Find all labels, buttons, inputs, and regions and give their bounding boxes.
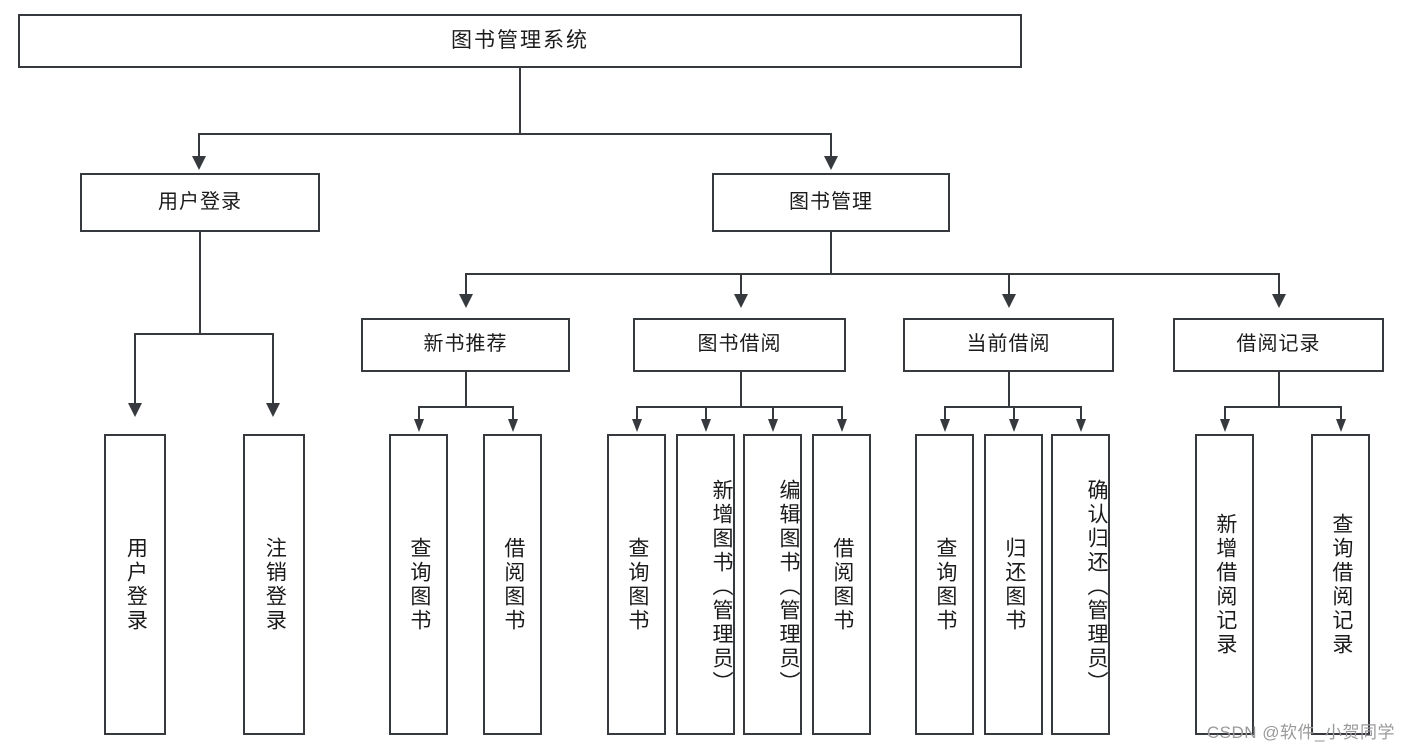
arrowhead-current-to-return — [1009, 419, 1019, 432]
connector-current-to-confirm — [1080, 406, 1082, 420]
node-root-library-system[interactable]: 图书管理系统 — [18, 14, 1022, 68]
node-book-borrow[interactable]: 图书借阅 — [633, 318, 846, 372]
node-leaf-add-book-admin[interactable]: 新增图书（管理员） — [676, 434, 735, 735]
node-current-borrow[interactable]: 当前借阅 — [903, 318, 1114, 372]
connector-records-bus — [1224, 406, 1341, 408]
connector-current-borrow-stem — [1008, 372, 1010, 408]
connector-new-books-stem — [465, 372, 467, 408]
arrowhead-book-manage-to-current — [1002, 294, 1016, 308]
arrowhead-new-books-to-query — [414, 419, 424, 432]
arrowhead-book-manage-to-new-books — [459, 294, 473, 308]
connector-book-manage-to-current — [1008, 273, 1010, 296]
node-leaf-edit-book-admin[interactable]: 编辑图书（管理员） — [743, 434, 802, 735]
node-leaf-query-books-recommend[interactable]: 查询图书 — [389, 434, 448, 735]
node-borrow-records[interactable]: 借阅记录 — [1173, 318, 1384, 372]
node-leaf-query-books-borrow[interactable]: 查询图书 — [607, 434, 666, 735]
arrowhead-user-login-to-login — [128, 403, 142, 417]
connector-records-stem — [1278, 372, 1280, 408]
arrowhead-new-books-to-borrow — [508, 419, 518, 432]
connector-current-borrow-bus — [944, 406, 1081, 408]
node-user-login[interactable]: 用户登录 — [80, 173, 320, 232]
arrowhead-current-to-confirm — [1076, 419, 1086, 432]
connector-book-borrow-bus — [636, 406, 842, 408]
connector-book-manage-to-new-books — [465, 273, 467, 296]
connector-user-login-bus — [134, 333, 272, 335]
connector-new-books-to-query — [418, 406, 420, 420]
watermark-text: CSDN @软件_小贺同学 — [1206, 723, 1395, 742]
node-book-management[interactable]: 图书管理 — [712, 173, 950, 232]
node-leaf-query-borrow-record[interactable]: 查询借阅记录 — [1311, 434, 1370, 735]
arrowhead-user-login-to-logout — [266, 403, 280, 417]
connector-root-to-user-login — [198, 133, 200, 158]
arrowhead-book-borrow-to-add — [701, 419, 711, 432]
connector-current-to-return — [1013, 406, 1015, 420]
connector-root-to-book-manage — [830, 133, 832, 158]
arrowhead-book-manage-to-records — [1272, 294, 1286, 308]
arrowhead-book-borrow-to-lend — [837, 419, 847, 432]
node-leaf-confirm-return-admin[interactable]: 确认归还（管理员） — [1051, 434, 1110, 735]
node-leaf-borrow-books-recommend[interactable]: 借阅图书 — [483, 434, 542, 735]
node-leaf-lend-books[interactable]: 借阅图书 — [812, 434, 871, 735]
node-leaf-return-books[interactable]: 归还图书 — [984, 434, 1043, 735]
connector-book-manage-to-borrow — [740, 273, 742, 296]
connector-root-stem — [519, 68, 521, 134]
node-leaf-query-books-current[interactable]: 查询图书 — [915, 434, 974, 735]
connector-book-borrow-to-query — [636, 406, 638, 420]
node-leaf-user-logout[interactable]: 注销登录 — [243, 434, 305, 735]
connector-root-bus — [198, 133, 832, 135]
connector-records-to-query — [1340, 406, 1342, 420]
connector-user-login-to-login — [134, 333, 136, 405]
connector-records-to-add — [1224, 406, 1226, 420]
connector-new-books-bus — [418, 406, 513, 408]
connector-book-manage-bus — [465, 273, 1280, 275]
arrowhead-book-borrow-to-query — [632, 419, 642, 432]
connector-user-login-stem — [199, 232, 201, 334]
connector-book-manage-to-records — [1278, 273, 1280, 296]
connector-new-books-to-borrow — [512, 406, 514, 420]
arrowhead-records-to-query — [1336, 419, 1346, 432]
arrowhead-book-borrow-to-edit — [768, 419, 778, 432]
arrowhead-root-to-book-manage — [824, 156, 838, 170]
connector-user-login-to-logout — [272, 333, 274, 405]
connector-book-borrow-stem — [740, 372, 742, 408]
connector-book-borrow-to-lend — [841, 406, 843, 420]
node-leaf-user-login[interactable]: 用户登录 — [104, 434, 166, 735]
connector-book-borrow-to-edit — [772, 406, 774, 420]
connector-book-borrow-to-add — [705, 406, 707, 420]
node-new-book-recommend[interactable]: 新书推荐 — [361, 318, 570, 372]
arrowhead-root-to-user-login — [192, 156, 206, 170]
connector-book-manage-stem — [830, 232, 832, 274]
arrowhead-book-manage-to-borrow — [734, 294, 748, 308]
node-leaf-add-borrow-record[interactable]: 新增借阅记录 — [1195, 434, 1254, 735]
connector-current-to-query — [944, 406, 946, 420]
arrowhead-records-to-add — [1220, 419, 1230, 432]
arrowhead-current-to-query — [940, 419, 950, 432]
